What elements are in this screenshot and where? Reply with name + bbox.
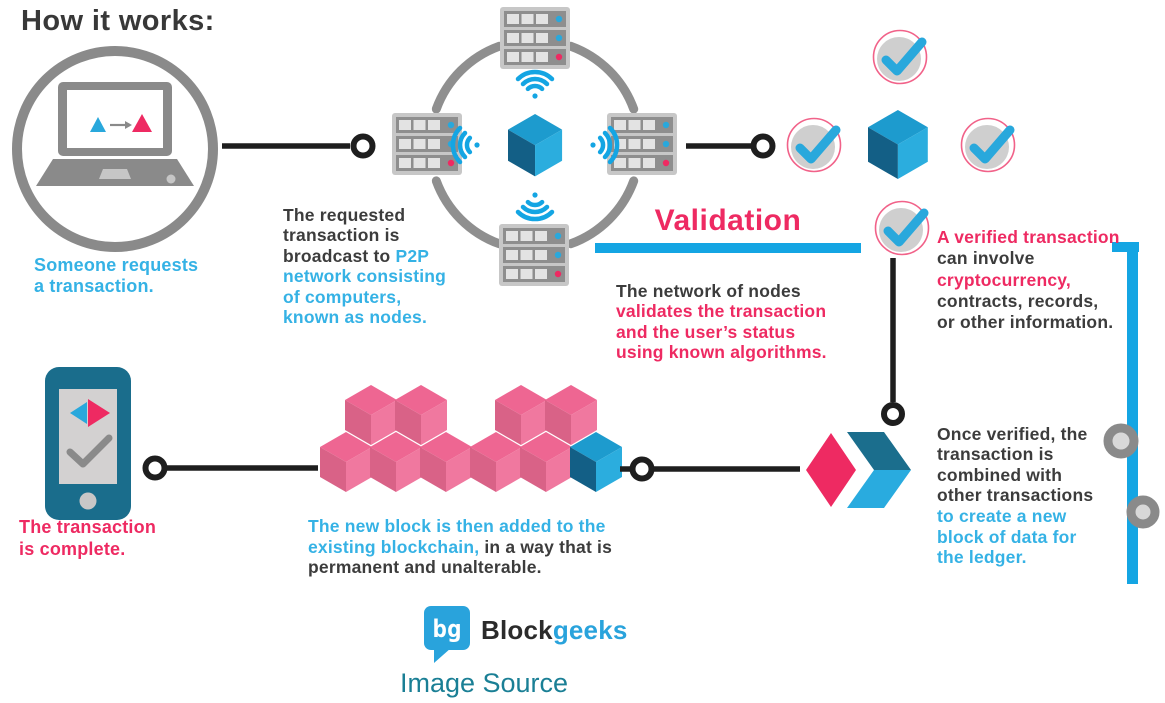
chain-link-ring — [1126, 495, 1160, 529]
blockgeeks-wordmark: Blockgeeks — [481, 615, 628, 646]
blockgeeks-logo-icon: bg — [424, 606, 470, 663]
verified-caption: A verified transaction can involve crypt… — [937, 206, 1120, 333]
new-block-caption-cyan: The new block is then added to the exist… — [308, 515, 606, 557]
validation-caption-dark: The network of nodes — [616, 280, 801, 301]
check-badge-icon — [788, 119, 841, 172]
new-block-caption: The new block is then added to the exist… — [308, 495, 612, 578]
check-badge-icon — [876, 202, 929, 255]
wifi-signal-icon — [518, 72, 552, 99]
pink-triangle-icon — [132, 114, 152, 132]
new-block-caption-dark: in a way that is permanent and unalterab… — [308, 536, 613, 578]
broadcast-caption-cyan: P2P network consisting of computers, kno… — [283, 245, 447, 328]
validation-caption-pink: validates the transaction and the user’s… — [616, 301, 827, 362]
server-rack-icon — [500, 7, 570, 69]
block-arrow-icon — [847, 432, 911, 508]
validation-heading: Validation — [654, 204, 802, 237]
complete-caption: The transaction is complete. — [19, 517, 157, 559]
network-circle — [431, 41, 639, 249]
wordmark-block: Block — [481, 614, 553, 645]
laptop-icon — [12, 46, 218, 252]
server-rack-icon — [499, 224, 569, 286]
validation-caption: The network of nodes validates the trans… — [616, 260, 827, 363]
verified-caption-dark-1: can involve — [937, 248, 1035, 269]
request-caption: Someone requests a transaction. — [34, 255, 199, 296]
check-badge-icon — [962, 119, 1015, 172]
chain-link-ring — [1103, 423, 1139, 459]
connector-request-to-network — [222, 133, 376, 159]
block-cube-icon — [868, 110, 928, 179]
cyan-triangle-icon — [90, 117, 106, 132]
connector-network-to-validation — [686, 133, 776, 159]
blockchain-cubes-icon — [320, 385, 622, 492]
page-title: How it works: — [21, 5, 215, 37]
image-source-link[interactable]: Image Source — [399, 668, 569, 698]
verified-caption-pink-1: A verified transaction — [937, 227, 1120, 248]
wordmark-geeks: geeks — [552, 614, 628, 645]
smartphone-icon — [45, 367, 131, 520]
combined-caption-dark: Once verified, the transaction is combin… — [937, 423, 1094, 506]
node-network-icon — [392, 7, 677, 286]
logo-glyph: bg — [433, 615, 462, 643]
broadcast-caption-dark: The requested transaction is broadcast t… — [283, 204, 406, 266]
wifi-signal-icon — [518, 192, 552, 219]
validation-underline — [595, 243, 861, 253]
combined-caption-cyan: to create a new block of data for the le… — [937, 505, 1077, 568]
blockgeeks-logo: bg Blockgeeks — [424, 606, 628, 664]
combined-caption: Once verified, the transaction is combin… — [937, 403, 1093, 568]
block-cube-icon — [508, 114, 563, 177]
diamond-icon — [806, 433, 856, 507]
verified-caption-pink-2: cryptocurrency, — [937, 269, 1071, 290]
ledger-bracket — [1103, 242, 1160, 584]
check-badge-icon — [874, 31, 927, 84]
connector-validation-to-combine — [881, 258, 905, 426]
connector-complete-to-chain — [142, 455, 318, 481]
broadcast-caption: The requested transaction is broadcast t… — [283, 184, 446, 328]
connector-chain-to-combine — [620, 456, 800, 482]
verified-caption-dark-2: contracts, records, or other information… — [937, 290, 1114, 333]
